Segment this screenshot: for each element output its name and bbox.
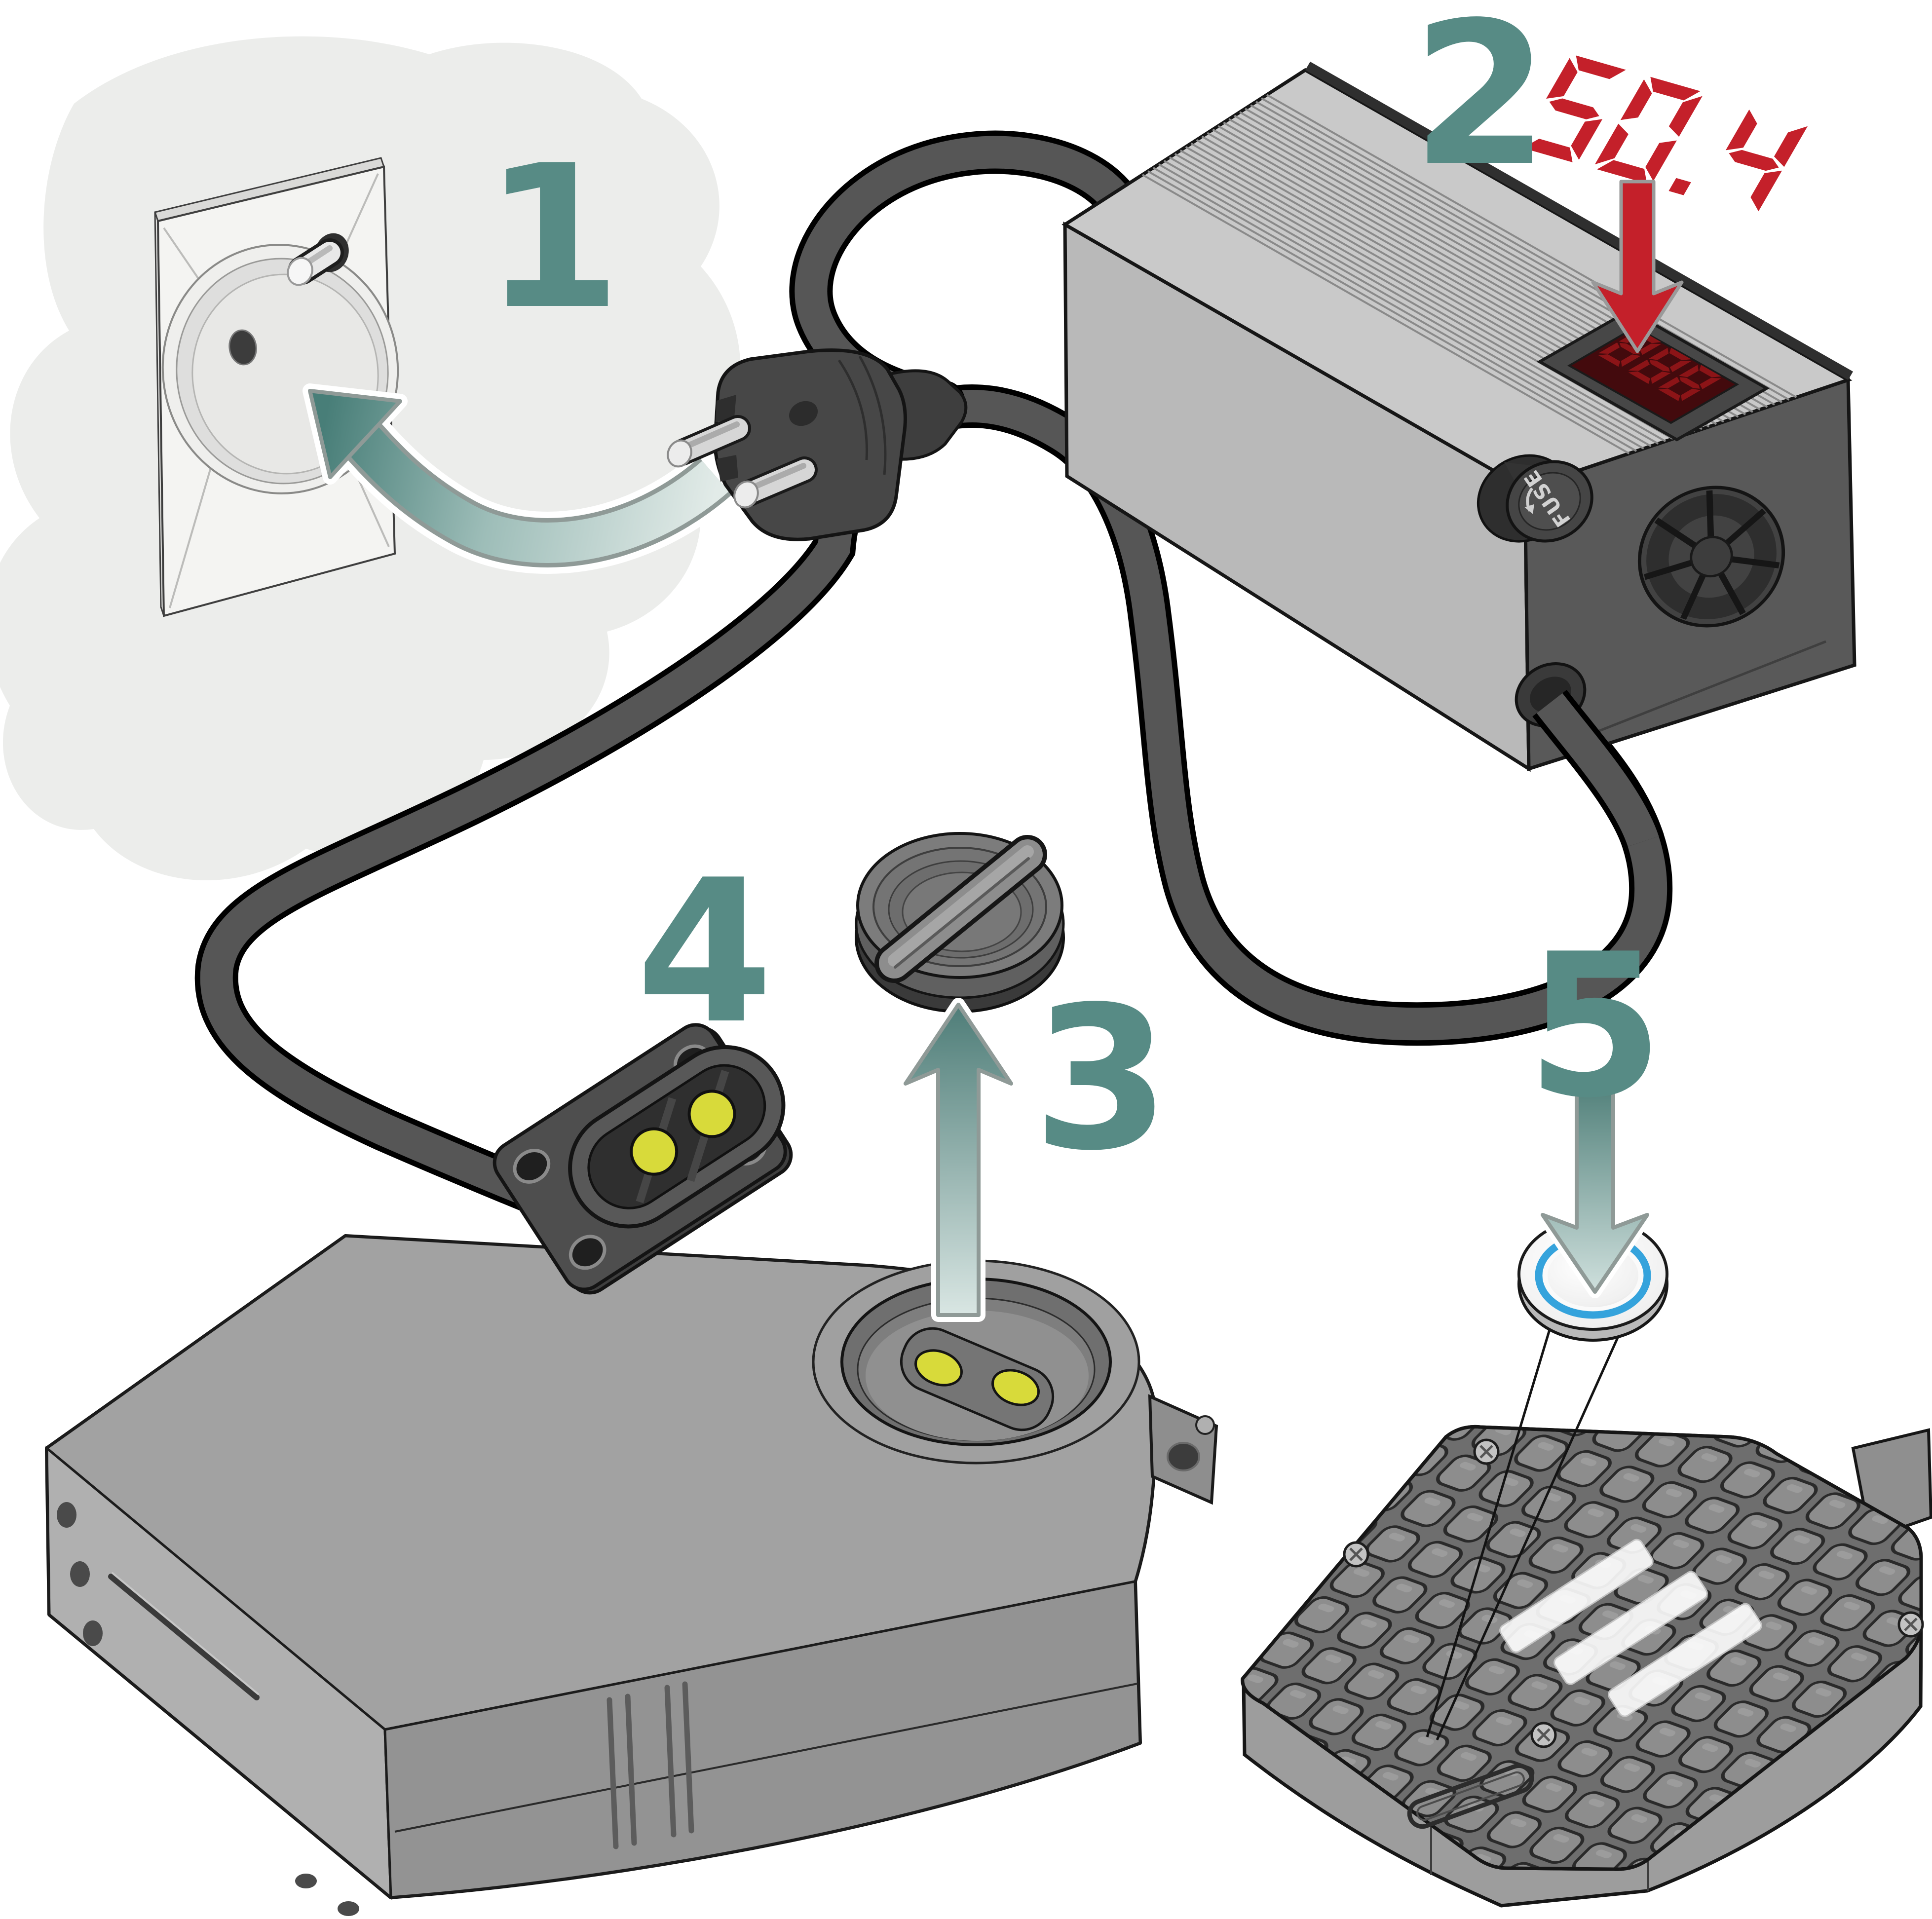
battery-large-bracket	[1148, 1394, 1218, 1505]
step-label-3: 3	[1033, 965, 1170, 1194]
battery-charge-level-bars	[1499, 1539, 1762, 1717]
button-callout-line	[1436, 1313, 1630, 1741]
charge-port-cap	[855, 832, 1065, 1013]
outlet-socket-hole	[228, 329, 257, 366]
red-arrow-icon	[1591, 180, 1684, 353]
plug-pin	[733, 456, 818, 509]
port-pin	[914, 1349, 963, 1387]
battery-pack-assembled	[1241, 1425, 1932, 1908]
connector-pin	[687, 1090, 736, 1138]
charger-set-voltage-value	[1522, 55, 1808, 212]
step-label-4: 4	[636, 838, 773, 1067]
battery-pack-large	[44, 1234, 1218, 1916]
plug-screw-dimple	[789, 401, 818, 426]
arrow-cap-removal-icon	[899, 998, 1018, 1322]
battery-charge-port	[812, 1259, 1140, 1465]
battery-large-ribs	[606, 1681, 694, 1849]
power-plug	[667, 348, 968, 541]
arrow-plug-to-socket-icon	[303, 383, 736, 574]
step-label-2: 2	[1412, 0, 1549, 210]
lid-screws	[1343, 1438, 1924, 1748]
plug-pin	[667, 415, 751, 468]
battery-large-flange-holes	[57, 1502, 359, 1916]
wall-outlet	[154, 157, 399, 617]
lid-handle-recess	[1407, 1763, 1534, 1829]
port-pin	[991, 1369, 1040, 1406]
connector-pin	[630, 1127, 679, 1176]
plug-body	[713, 348, 907, 541]
step-label-5: 5	[1526, 912, 1664, 1141]
charger-fan-icon	[1637, 486, 1785, 628]
battery-large-front-face	[383, 1580, 1141, 1899]
step-label-1: 1	[484, 123, 621, 353]
cap-handle	[874, 835, 1047, 983]
arrow-press-button-icon	[1536, 1083, 1654, 1298]
dc-connector	[492, 1023, 793, 1295]
button-callout-line	[1426, 1310, 1557, 1737]
battery-charger: FUSE	[1061, 62, 1856, 849]
charger-fuse-cap: FUSE	[1477, 454, 1593, 543]
